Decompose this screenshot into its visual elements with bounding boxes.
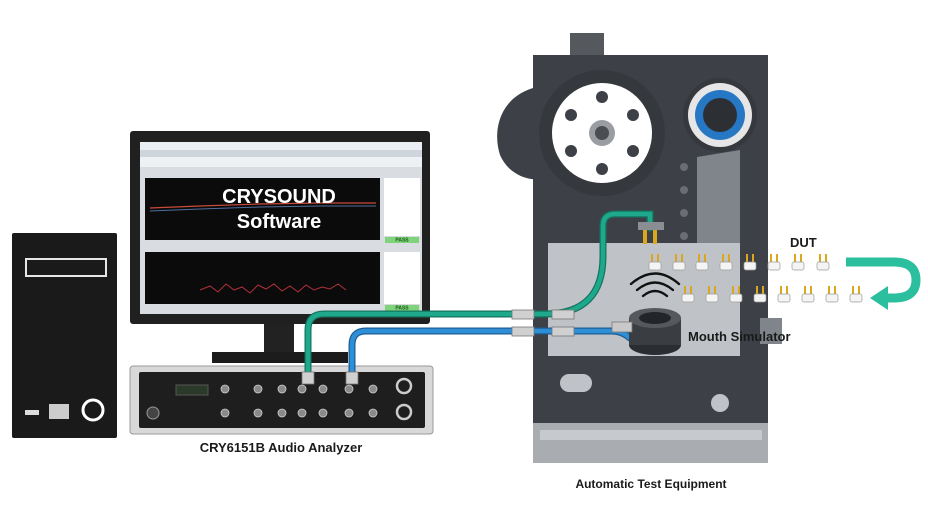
pass-text-2: PASS xyxy=(395,306,409,312)
badge-icon xyxy=(49,404,69,419)
lower-plot xyxy=(145,252,380,304)
cable-connectors xyxy=(301,309,575,385)
upper-plot xyxy=(145,178,380,240)
audio-analyzer xyxy=(129,365,434,435)
dut-microphone-icon xyxy=(672,254,686,271)
software-title-line1: CRYSOUND xyxy=(222,186,336,208)
dut-row-1 xyxy=(648,254,830,271)
ate-label: Automatic Test Equipment xyxy=(575,477,726,491)
blue-cable xyxy=(348,327,634,379)
dut-microphone-icon xyxy=(767,254,781,271)
test-machine xyxy=(497,33,782,463)
dut-microphone-icon xyxy=(791,254,805,271)
dut-label: DUT xyxy=(790,235,817,250)
return-arrow-icon xyxy=(846,257,921,310)
dut-microphone-icon xyxy=(743,254,757,271)
dut-microphone-icon xyxy=(777,286,791,303)
software-title-line2: Software xyxy=(237,211,321,233)
dut-microphone-icon xyxy=(753,286,767,303)
dut-microphone-icon xyxy=(719,254,733,271)
dut-microphone-icon xyxy=(695,254,709,271)
mouth-simulator xyxy=(611,308,681,355)
dut-microphone-icon xyxy=(705,286,719,303)
mouth-simulator-label: Mouth Simulator xyxy=(688,329,791,344)
dut-microphone-icon xyxy=(729,286,743,303)
pass-badge-1 xyxy=(385,237,419,243)
dut-row-2 xyxy=(681,286,863,303)
green-cable xyxy=(304,210,654,379)
test-probe xyxy=(638,222,664,244)
wireless-icon xyxy=(629,272,681,298)
dut-microphone-icon xyxy=(681,286,695,303)
usb-port xyxy=(25,410,39,415)
dut-microphone-icon xyxy=(648,254,662,271)
power-button-icon xyxy=(81,398,105,422)
pass-badge-2 xyxy=(385,305,419,311)
pc-tower xyxy=(12,233,117,438)
dut-microphone-icon xyxy=(816,254,830,271)
dut-microphone-icon xyxy=(801,286,815,303)
pass-text-1: PASS xyxy=(395,238,409,244)
analyzer-label: CRY6151B Audio Analyzer xyxy=(200,440,363,455)
dut-microphone-icon xyxy=(849,286,863,303)
monitor xyxy=(130,131,430,363)
dut-microphone-icon xyxy=(825,286,839,303)
